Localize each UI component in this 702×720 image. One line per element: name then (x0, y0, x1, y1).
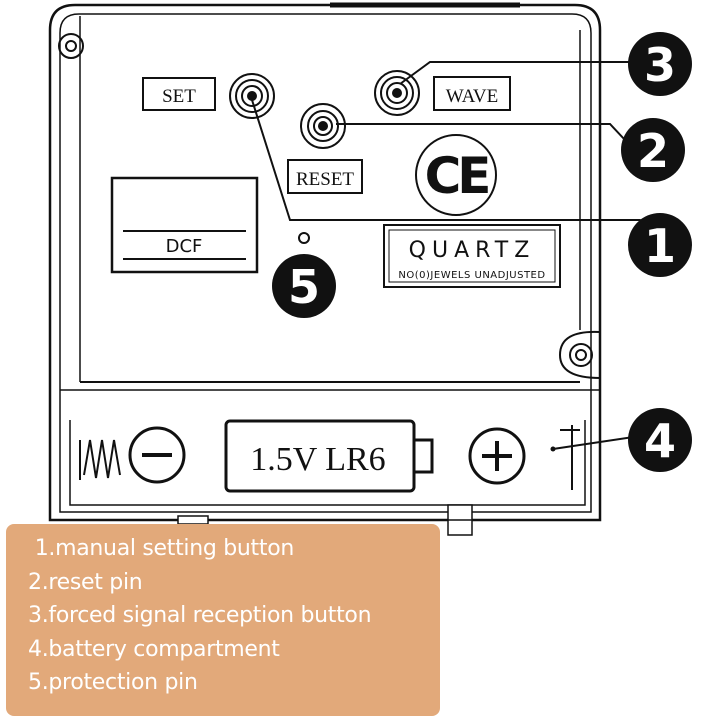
callout-5: 5 (272, 254, 336, 318)
quartz-plate: QUARTZ NO(0)JEWELS UNADJUSTED (383, 224, 561, 288)
minus-terminal-symbol (128, 426, 186, 484)
reset-pin (300, 103, 346, 149)
set-button (229, 73, 275, 119)
svg-text:2: 2 (637, 124, 669, 178)
svg-text:5: 5 (288, 260, 320, 314)
plus-terminal-symbol (468, 427, 526, 485)
mounting-hole-right (558, 330, 601, 379)
legend-item-1: 1.manual setting button (28, 532, 440, 566)
battery-symbol: 1.5V LR6 (224, 419, 434, 493)
svg-text:CE: CE (425, 147, 489, 205)
reset-label: RESET (287, 159, 363, 194)
legend-item-number: 1. (34, 536, 56, 561)
clock-housing (48, 2, 602, 522)
legend-item-text: battery compartment (48, 636, 280, 662)
svg-text:QUARTZ: QUARTZ (409, 238, 536, 263)
legend-item-text: manual setting button (55, 536, 295, 561)
legend-item-text: reset pin (48, 569, 143, 595)
legend-item-number: 2. (28, 569, 49, 595)
svg-text:4: 4 (644, 414, 676, 468)
legend-item-5: 5.protection pin (28, 666, 440, 700)
svg-text:WAVE: WAVE (446, 86, 498, 107)
protection-pin (298, 232, 310, 244)
legend-item-number: 3. (28, 603, 49, 628)
housing-bottom-tab-left (177, 515, 209, 525)
legend-item-text: protection pin (48, 670, 198, 695)
svg-text:RESET: RESET (296, 169, 354, 190)
mounting-hole-top-left (58, 33, 84, 59)
svg-text:DCF: DCF (166, 236, 203, 257)
svg-text:SET: SET (162, 86, 196, 107)
legend-item-4: 4.battery compartment (28, 633, 440, 667)
legend-item-2: 2.reset pin (28, 566, 440, 600)
svg-text:1.5V LR6: 1.5V LR6 (250, 441, 385, 478)
svg-text:NO(0)JEWELS UNADJUSTED: NO(0)JEWELS UNADJUSTED (398, 270, 545, 281)
callout-3: 3 (628, 32, 692, 96)
callout-1: 1 (628, 213, 692, 277)
legend-item-number: 5. (28, 670, 49, 695)
legend-box: 1.manual setting button 2.reset pin 3.fo… (6, 524, 440, 716)
battery-contact-right (560, 425, 580, 490)
svg-text:3: 3 (644, 38, 676, 92)
dcf-module: DCF (110, 176, 259, 274)
wave-label: WAVE (433, 76, 511, 111)
svg-text:1: 1 (644, 219, 676, 273)
legend-item-text: forced signal reception button (48, 603, 372, 628)
legend-item-number: 4. (28, 636, 49, 662)
legend-item-3: 3.forced signal reception button (28, 599, 440, 633)
ce-mark: CE (415, 134, 497, 216)
callout-2: 2 (621, 118, 685, 182)
battery-spring (79, 439, 121, 480)
set-label: SET (142, 77, 216, 111)
wave-button (374, 70, 420, 116)
callout-4: 4 (628, 408, 692, 472)
housing-bottom-tab (447, 504, 473, 536)
